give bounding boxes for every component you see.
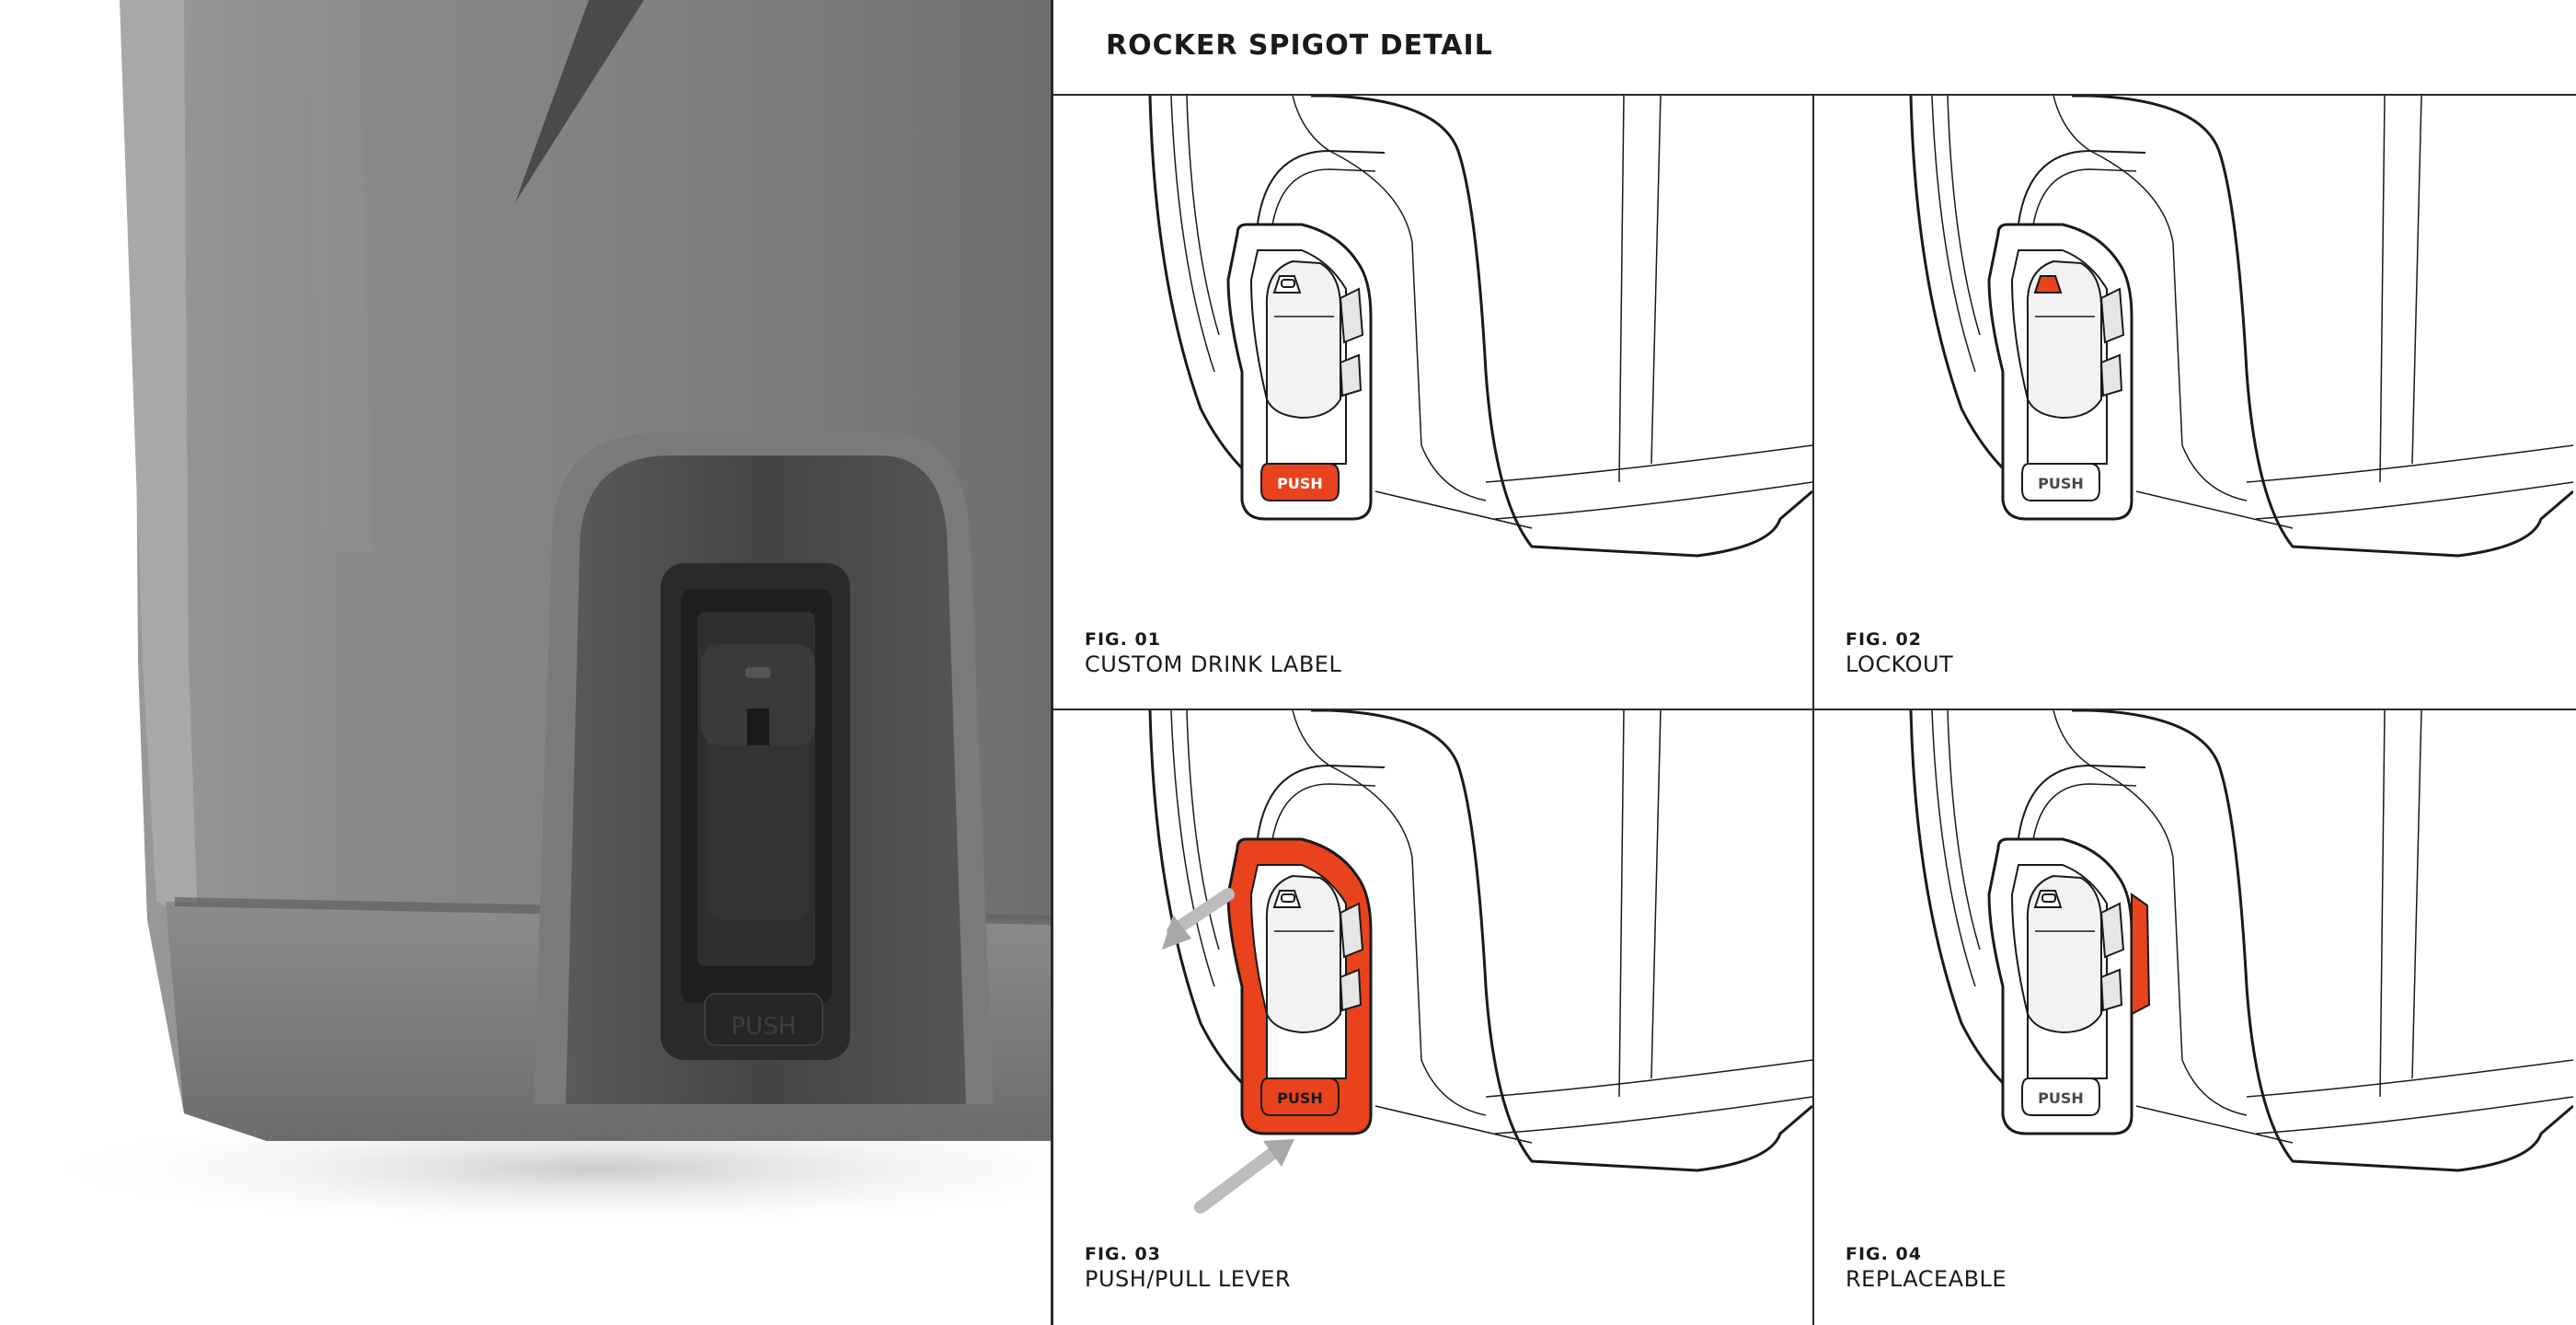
photo-push-label: PUSH — [731, 1013, 797, 1041]
figure-caption: LOCKOUT — [1846, 651, 1954, 677]
push-label-text: PUSH — [1277, 1089, 1323, 1107]
grid-vertical-rule — [1812, 96, 1814, 1325]
spigot-line-drawing: PUSH — [1148, 710, 1812, 1214]
figure-number: FIG. 04 — [1846, 1244, 1922, 1264]
side-cartridge-highlight — [2131, 893, 2151, 1016]
figure-caption: PUSH/PULL LEVER — [1085, 1266, 1292, 1292]
spigot-line-drawing: PUSH — [1148, 96, 1812, 558]
figure-caption: REPLACEABLE — [1846, 1266, 2007, 1292]
lockout-tab-highlight — [2033, 275, 2063, 294]
figure-number: FIG. 03 — [1085, 1244, 1161, 1264]
spigot-line-drawing: PUSH — [1909, 96, 2573, 558]
push-label-text: PUSH — [2038, 475, 2084, 492]
page-title: ROCKER SPIGOT DETAIL — [1106, 29, 1493, 62]
figure-panel-02: PUSH FIG. 02 LOCKOUT — [1814, 96, 2573, 709]
figure-caption: CUSTOM DRINK LABEL — [1085, 651, 1342, 677]
figure-number: FIG. 02 — [1846, 629, 1922, 650]
push-label-text: PUSH — [1277, 475, 1323, 492]
vertical-divider — [1051, 0, 1053, 1325]
figure-number: FIG. 01 — [1085, 629, 1161, 650]
figure-panel-01: PUSH FIG. 01 CUSTOM DRINK LABEL — [1053, 96, 1812, 709]
cooler-spigot-photo: PUSH — [0, 0, 1051, 1325]
middle-rule — [1053, 709, 2576, 710]
figure-panel-04: PUSH FIG. 04 REPLACEABLE — [1814, 710, 2573, 1323]
pull-arrow-icon — [1167, 888, 1235, 938]
push-label-highlight — [1260, 463, 1340, 501]
push-label — [2021, 463, 2100, 501]
push-label-text: PUSH — [2038, 1089, 2084, 1107]
figure-panel-03: PUSH FIG. 03 PUSH/PULL LEVER — [1053, 710, 1812, 1323]
push-arrow-icon — [1194, 1146, 1281, 1214]
top-rule — [1053, 94, 2576, 96]
spigot-line-drawing: PUSH — [1909, 710, 2573, 1172]
